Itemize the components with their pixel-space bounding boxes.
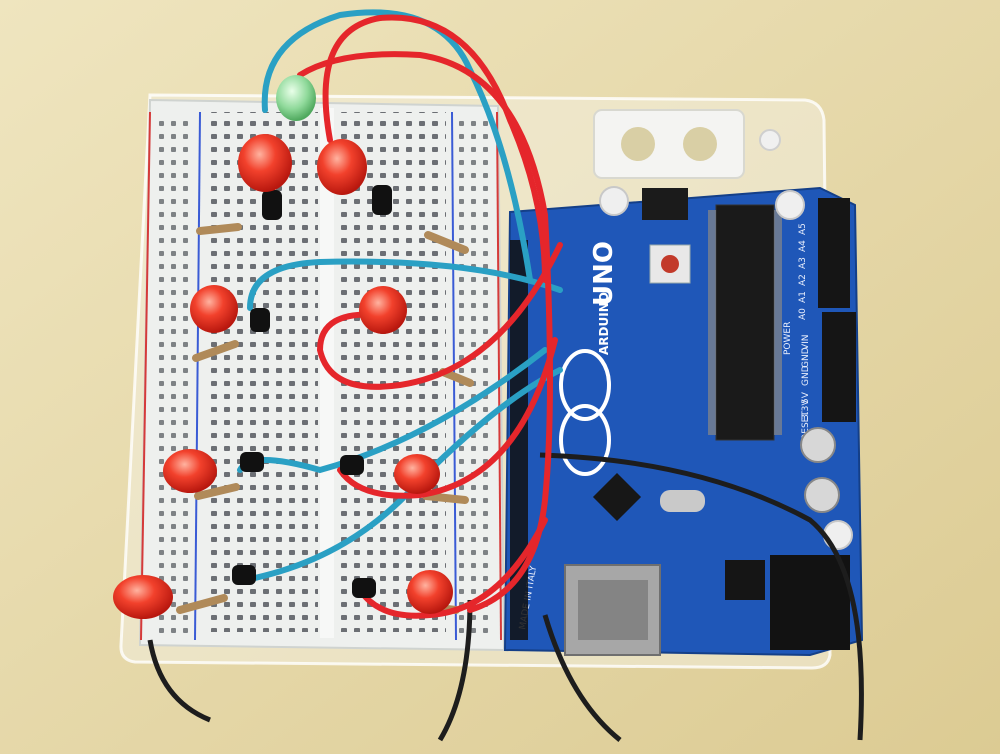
svg-text:GND: GND bbox=[801, 365, 811, 386]
svg-text:GND: GND bbox=[801, 347, 811, 368]
pin-label-3v3: 3.3V bbox=[801, 399, 811, 420]
pin-label-a2: A2 bbox=[798, 274, 808, 286]
power-header bbox=[822, 312, 856, 422]
capacitors bbox=[800, 427, 840, 513]
led-red bbox=[359, 286, 407, 334]
led-red bbox=[190, 285, 238, 333]
mounting-nut bbox=[599, 186, 629, 216]
mounting-nut bbox=[775, 190, 805, 220]
pin-label-a1: A1 bbox=[798, 291, 808, 303]
led-green bbox=[276, 75, 316, 121]
svg-text:POWER: POWER bbox=[783, 322, 793, 355]
pin-label-a5: A5 bbox=[798, 223, 808, 235]
jumper-ends bbox=[232, 185, 392, 598]
dc-power-jack[interactable] bbox=[770, 555, 850, 650]
microcontroller-chip bbox=[708, 204, 782, 441]
leds bbox=[113, 75, 453, 619]
pin-label-a3: A3 bbox=[798, 257, 808, 269]
digital-header bbox=[510, 240, 528, 640]
power-pin-labels: POWER VIN GND GND 5V 3.3V RESET bbox=[783, 322, 811, 440]
led-red bbox=[238, 134, 292, 192]
analog-header bbox=[818, 198, 850, 308]
led-red bbox=[317, 139, 367, 195]
black-cables bbox=[147, 452, 864, 742]
arduino-logo: ARDUINO UNO bbox=[559, 241, 619, 476]
svg-text:RESET: RESET bbox=[801, 411, 811, 440]
mounting-nut bbox=[759, 129, 781, 151]
power-header-label: POWER bbox=[783, 322, 793, 355]
pin-label-5v: 5V bbox=[801, 391, 811, 404]
pin-label-gnd-1: GND bbox=[801, 347, 811, 368]
plastic-mount-clip bbox=[593, 109, 745, 179]
svg-text:VIN: VIN bbox=[801, 334, 811, 350]
icsp-header bbox=[642, 188, 688, 220]
led-red bbox=[407, 570, 453, 614]
svg-text:A5: A5 bbox=[798, 223, 808, 235]
svg-text:5V: 5V bbox=[801, 391, 811, 404]
pin-label-a0: A0 bbox=[798, 308, 808, 320]
red-wires bbox=[297, 14, 563, 619]
arduino-model-text: UNO bbox=[589, 241, 619, 306]
pin-label-vin: VIN bbox=[801, 334, 811, 350]
svg-text:3.3V: 3.3V bbox=[801, 399, 811, 420]
led-red bbox=[163, 449, 217, 493]
svg-text:A3: A3 bbox=[798, 257, 808, 269]
voltage-regulator bbox=[725, 560, 765, 600]
breadboard bbox=[138, 98, 506, 652]
pin-label-reset: RESET bbox=[801, 411, 811, 440]
pin-label-a4: A4 bbox=[798, 240, 808, 252]
crystal bbox=[660, 490, 705, 512]
led-red bbox=[113, 575, 173, 619]
svg-text:ARDUINO: ARDUINO bbox=[597, 292, 611, 355]
arduino-uno-board: ARDUINO UNO A5 A4 A3 A2 A1 A0 POWER VIN … bbox=[503, 129, 864, 657]
svg-text:A1: A1 bbox=[798, 291, 808, 303]
svg-text:UNO: UNO bbox=[589, 241, 619, 306]
usb-port[interactable] bbox=[564, 564, 661, 656]
led-red bbox=[394, 454, 440, 494]
analog-pin-labels: A5 A4 A3 A2 A1 A0 bbox=[798, 223, 808, 320]
pin-label-gnd-2: GND bbox=[801, 365, 811, 386]
arduino-brand-text: ARDUINO bbox=[597, 292, 611, 355]
reset-button[interactable] bbox=[649, 244, 691, 284]
svg-text:A0: A0 bbox=[798, 308, 808, 320]
svg-text:A4: A4 bbox=[798, 240, 808, 252]
usb-chip bbox=[592, 472, 642, 522]
mounting-nut bbox=[823, 520, 853, 550]
svg-text:A2: A2 bbox=[798, 274, 808, 286]
